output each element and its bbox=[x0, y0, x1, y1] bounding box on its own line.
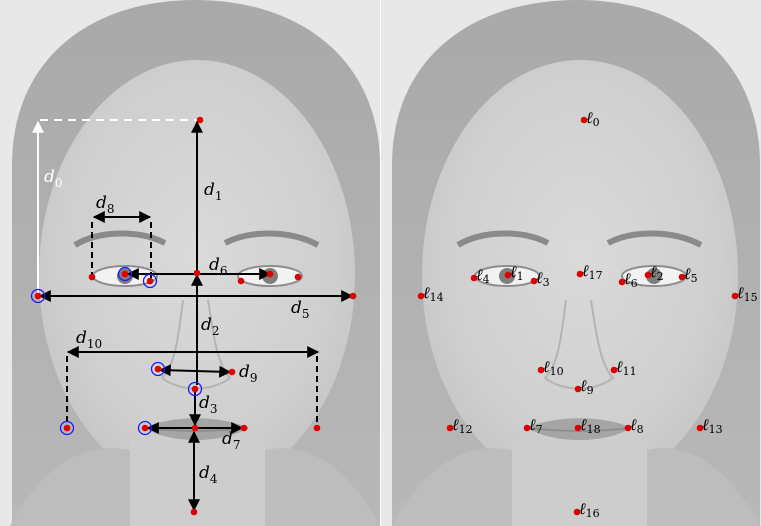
landmark-point bbox=[237, 277, 245, 285]
landmark-point bbox=[63, 424, 71, 432]
landmark-point-l7 bbox=[523, 424, 531, 432]
distance-label-d3: d3 bbox=[199, 393, 218, 416]
landmark-labels: ℓ0 ℓ1 ℓ2 ℓ3 ℓ4 ℓ5 ℓ6 ℓ7 ℓ8 ℓ9 ℓ10 ℓ11 ℓ1… bbox=[423, 108, 758, 520]
right-landmark-points bbox=[417, 116, 739, 516]
landmark-label-l17: ℓ17 bbox=[582, 261, 603, 282]
landmark-point-l3 bbox=[530, 277, 538, 285]
landmark-point bbox=[266, 270, 274, 278]
distance-label-d2: d2 bbox=[201, 315, 220, 338]
landmark-label-l9: ℓ9 bbox=[580, 376, 594, 397]
landmark-point bbox=[191, 424, 199, 432]
landmark-label-l12: ℓ12 bbox=[452, 415, 473, 436]
landmark-point bbox=[294, 273, 302, 281]
landmark-point bbox=[193, 269, 201, 277]
landmark-label-l2: ℓ2 bbox=[650, 262, 664, 283]
landmark-point bbox=[191, 385, 199, 393]
landmark-point bbox=[34, 292, 42, 300]
landmark-point-l12 bbox=[446, 424, 454, 432]
landmark-point bbox=[190, 508, 198, 516]
landmark-point bbox=[154, 365, 162, 373]
landmark-point-l5 bbox=[678, 273, 686, 281]
landmark-label-l3: ℓ3 bbox=[536, 268, 550, 289]
ring bbox=[187, 381, 203, 397]
landmark-point bbox=[349, 292, 357, 300]
distance-label-d10: d10 bbox=[76, 328, 102, 351]
landmark-point-l15 bbox=[731, 292, 739, 300]
landmark-point-l6 bbox=[618, 278, 626, 286]
landmark-point-l0 bbox=[580, 116, 588, 124]
landmark-label-l11: ℓ11 bbox=[616, 357, 637, 378]
distance-label-d1: d1 bbox=[204, 180, 223, 203]
landmark-point-l10 bbox=[537, 366, 545, 374]
distance-label-d4: d4 bbox=[199, 463, 218, 486]
distance-label-d7: d7 bbox=[222, 429, 241, 452]
landmark-point-l8 bbox=[624, 424, 632, 432]
landmark-label-l14: ℓ14 bbox=[423, 283, 444, 304]
distance-label-d9: d9 bbox=[239, 362, 258, 385]
highlight-rings bbox=[30, 266, 203, 436]
landmark-point-l17 bbox=[576, 270, 584, 278]
ring bbox=[30, 288, 46, 304]
landmark-label-l10: ℓ10 bbox=[543, 357, 564, 378]
landmark-point bbox=[240, 424, 248, 432]
distance-labels: d0 d1 d2 d3 d4 d5 d6 d7 d8 d9 d10 bbox=[44, 167, 310, 486]
landmark-label-l4: ℓ4 bbox=[476, 265, 490, 286]
landmark-label-l1: ℓ1 bbox=[510, 262, 524, 283]
landmark-label-l5: ℓ5 bbox=[684, 264, 698, 285]
d9-line bbox=[158, 364, 232, 378]
landmark-label-l15: ℓ15 bbox=[737, 283, 758, 304]
ring bbox=[59, 420, 75, 436]
ring bbox=[117, 266, 133, 282]
landmark-label-l16: ℓ16 bbox=[579, 499, 600, 520]
ring bbox=[150, 361, 166, 377]
ring bbox=[137, 420, 153, 436]
landmark-label-l18: ℓ18 bbox=[580, 415, 601, 436]
landmark-point bbox=[121, 270, 129, 278]
landmark-point bbox=[146, 277, 154, 285]
landmark-label-l13: ℓ13 bbox=[702, 415, 723, 436]
distance-label-d5: d5 bbox=[291, 298, 310, 321]
landmark-point-l13 bbox=[696, 424, 704, 432]
left-landmark-points bbox=[34, 116, 357, 516]
landmark-label-l0: ℓ0 bbox=[586, 108, 600, 129]
landmark-point-l9 bbox=[574, 385, 582, 393]
distance-label-d6: d6 bbox=[209, 255, 228, 278]
landmark-point-l11 bbox=[610, 366, 618, 374]
landmark-label-l6: ℓ6 bbox=[624, 269, 638, 290]
left-face-photo bbox=[0, 0, 381, 526]
landmark-point-l1 bbox=[504, 271, 512, 279]
landmark-point-l4 bbox=[470, 274, 478, 282]
landmark-point-l18 bbox=[574, 424, 582, 432]
landmark-label-l7: ℓ7 bbox=[529, 415, 543, 436]
landmark-point-l2 bbox=[644, 271, 652, 279]
right-face-photo bbox=[381, 0, 761, 526]
landmark-point bbox=[196, 116, 204, 124]
landmark-label-l8: ℓ8 bbox=[630, 415, 644, 436]
landmark-point bbox=[88, 273, 96, 281]
landmark-point-l16 bbox=[573, 508, 581, 516]
distance-label-d8: d8 bbox=[96, 193, 115, 216]
distance-label-d0: d0 bbox=[44, 167, 63, 190]
landmark-point bbox=[228, 368, 236, 376]
landmark-point-l14 bbox=[417, 292, 425, 300]
landmark-point bbox=[313, 424, 321, 432]
ring bbox=[142, 273, 158, 289]
landmark-point bbox=[141, 424, 149, 432]
